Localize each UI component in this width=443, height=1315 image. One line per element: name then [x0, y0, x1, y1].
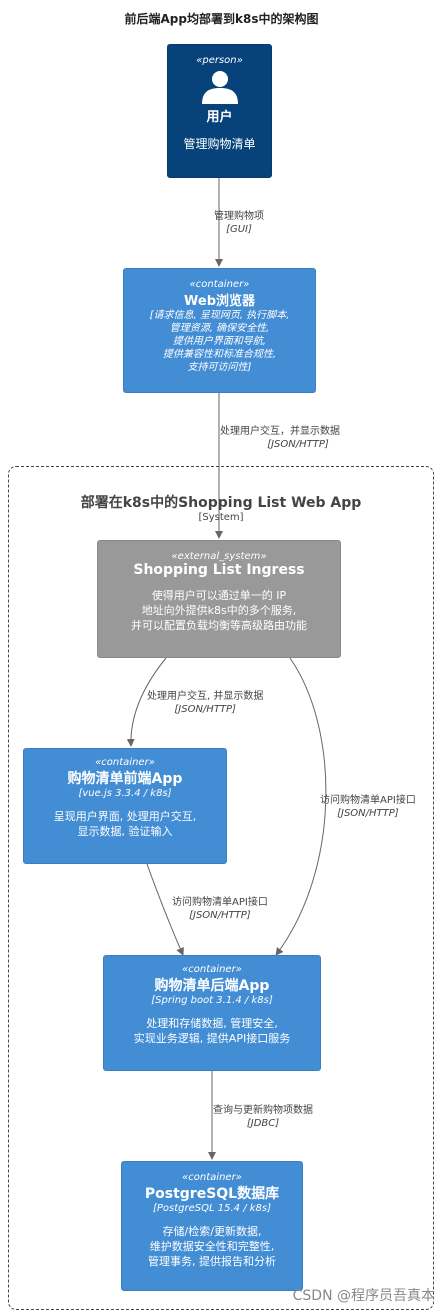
boundary-type: [System] [198, 512, 244, 523]
ingress-line-0: 使得用户可以通过单一的 IP [151, 589, 287, 602]
backend-technology: [Spring boot 3.1.4 / k8s] [151, 995, 273, 1006]
database-node: «container» PostgreSQL数据库 [PostgreSQL 15… [121, 1161, 303, 1291]
edge-label-text: 访问购物清单API接口 [172, 897, 268, 908]
edge-label-backend-database: 查询与更新购物项数据 [JDBC] [213, 1104, 313, 1130]
ingress-stereotype: «external_system» [171, 551, 267, 562]
edge-ingress-frontend [126, 657, 167, 747]
edge-label-ingress-frontend: 处理用户交互, 并显示数据 [JSON/HTTP] [147, 690, 263, 716]
edge-label-text: 处理用户交互, 并显示数据 [147, 691, 264, 702]
edge-label-frontend-backend: 访问购物清单API接口 [JSON/HTTP] [172, 896, 268, 922]
backend-line-1: 实现业务逻辑, 提供API接口服务 [133, 1032, 291, 1045]
edge-label-text: 处理用户交互，并显示数据 [220, 426, 340, 437]
edge-label-ingress-backend: 访问购物清单API接口 [JSON/HTTP] [320, 794, 416, 820]
ingress-name: Shopping List Ingress [133, 562, 305, 578]
system-boundary [8, 466, 434, 1310]
user-stereotype: «person» [196, 55, 243, 66]
browser-line-0: [请求信息, 呈现网页, 执行脚本, [149, 310, 290, 321]
frontend-line-0: 呈现用户界面, 处理用户交互, [53, 810, 197, 823]
browser-line-3: 提供兼容性和标准合规性, [162, 349, 277, 360]
frontend-technology: [vue.js 3.3.4 / k8s] [78, 788, 172, 799]
database-line-0: 存储/检索/更新数据, [162, 1225, 262, 1238]
edge-label-tech: [JDBC] [246, 1118, 280, 1129]
edge-label-tech: [JSON/HTTP] [267, 439, 329, 450]
diagram-title: 前后端App均部署到k8s中的架构图 [124, 12, 319, 26]
edge-label-tech: [GUI] [226, 224, 252, 235]
backend-node: «container» 购物清单后端App [Spring boot 3.1.4… [103, 955, 321, 1071]
edge-label-tech: [JSON/HTTP] [174, 704, 236, 715]
ingress-line-1: 地址向外提供k8s中的多个服务, [141, 604, 297, 617]
user-name: 用户 [206, 110, 233, 125]
browser-line-2: 提供用户界面和导航, [172, 336, 267, 347]
database-name: PostgreSQL数据库 [144, 1186, 280, 1202]
edge-label-browser-ingress: 处理用户交互，并显示数据 [JSON/HTTP] [220, 425, 340, 451]
backend-name: 购物清单后端App [154, 978, 270, 994]
browser-name: Web浏览器 [184, 294, 255, 309]
database-technology: [PostgreSQL 15.4 / k8s] [152, 1203, 272, 1214]
edge-frontend-backend [146, 863, 184, 956]
database-line-1: 维护数据安全性和完整性, [149, 1240, 275, 1253]
edge-label-user-browser: 管理购物项 [GUI] [214, 210, 264, 236]
boundary-title: 部署在k8s中的Shopping List Web App [80, 495, 362, 511]
frontend-name: 购物清单前端App [67, 771, 183, 787]
user-node: «person» 用户 管理购物清单 [167, 44, 272, 178]
ingress-line-2: 并可以配置负载均衡等高级路由功能 [131, 619, 307, 632]
browser-node: «container» Web浏览器 [请求信息, 呈现网页, 执行脚本, 管理… [123, 268, 316, 393]
edge-label-text: 查询与更新购物项数据 [213, 1105, 313, 1116]
backend-stereotype: «container» [182, 964, 242, 975]
database-stereotype: «container» [182, 1172, 242, 1183]
edge-label-text: 管理购物项 [214, 211, 264, 222]
user-description: 管理购物清单 [183, 137, 256, 151]
person-icon [201, 71, 238, 104]
browser-stereotype: «container» [189, 279, 250, 290]
edge-ingress-backend [275, 657, 327, 956]
ingress-node: «external_system» Shopping List Ingress … [97, 540, 341, 658]
edge-label-tech: [JSON/HTTP] [189, 910, 251, 921]
frontend-stereotype: «container» [95, 757, 155, 768]
edge-label-text: 访问购物清单API接口 [320, 795, 416, 806]
browser-line-1: 管理资源, 确保安全性, [169, 323, 270, 334]
frontend-line-1: 显示数据, 验证输入 [77, 825, 173, 838]
frontend-node: «container» 购物清单前端App [vue.js 3.3.4 / k8… [23, 748, 227, 864]
browser-line-4: 支持可访问性] [187, 362, 252, 373]
edge-label-tech: [JSON/HTTP] [337, 808, 399, 819]
database-line-2: 管理事务, 提供报告和分析 [148, 1255, 276, 1268]
backend-line-0: 处理和存储数据, 管理安全, [146, 1017, 278, 1030]
watermark: CSDN @程序员吾真本 [292, 1288, 435, 1304]
